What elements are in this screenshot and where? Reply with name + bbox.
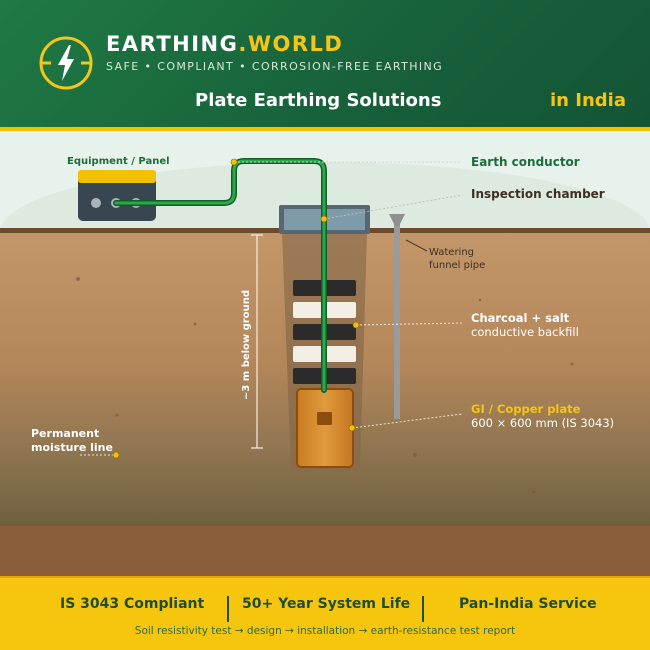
callout-dots bbox=[112, 158, 360, 459]
earthing-plate bbox=[296, 388, 354, 468]
inspection-chamber-label: Inspection chamber bbox=[471, 187, 605, 201]
panel-terminal bbox=[91, 198, 101, 208]
panel-top-strip bbox=[78, 170, 156, 183]
header-banner bbox=[0, 0, 650, 127]
watering-label-line2: funnel pipe bbox=[429, 260, 485, 271]
feature-separator bbox=[227, 596, 229, 622]
lightning-bolt-icon bbox=[39, 36, 93, 90]
feature-compliance: IS 3043 Compliant bbox=[60, 596, 205, 612]
backfill-label-sub: conductive backfill bbox=[471, 325, 579, 339]
feature-separator bbox=[422, 596, 424, 622]
callout-leaders bbox=[80, 161, 463, 456]
backfill-label-title: Charcoal + salt bbox=[471, 311, 570, 325]
feature-service: Pan-India Service bbox=[459, 596, 597, 612]
header-divider bbox=[0, 127, 650, 131]
brand-name: EARTHING.WORLD bbox=[106, 32, 344, 56]
plate-label-sub: 600 × 600 mm (IS 3043) bbox=[471, 416, 614, 430]
process-note: Soil resistivity test → design → install… bbox=[134, 625, 516, 637]
watering-funnel bbox=[389, 214, 405, 226]
page-title: Plate Earthing Solutions bbox=[195, 90, 442, 111]
moisture-label-line2: moisture line bbox=[31, 441, 113, 454]
earth-conductor-label: Earth conductor bbox=[471, 155, 580, 169]
brand-tagline: SAFE • COMPLIANT • CORROSION-FREE EARTHI… bbox=[106, 60, 444, 73]
footer-divider bbox=[0, 576, 650, 579]
plate-label-title: GI / Copper plate bbox=[471, 402, 581, 416]
page-subtitle: in India bbox=[550, 90, 626, 111]
feature-system-life: 50+ Year System Life bbox=[242, 596, 411, 612]
depth-label: ~3 m below ground bbox=[241, 290, 252, 400]
plate-clamp bbox=[317, 412, 332, 425]
watering-pipe bbox=[394, 220, 400, 419]
moisture-label-line1: Permanent bbox=[31, 427, 99, 440]
soil-specks bbox=[76, 277, 574, 522]
equipment-label: Equipment / Panel bbox=[67, 156, 170, 167]
depth-dimension-line bbox=[251, 234, 263, 449]
plate-earthing-diagram: ~3 m below ground Equipment / Panel Eart… bbox=[0, 131, 650, 576]
footer-banner bbox=[0, 578, 650, 650]
watering-label-line1: Watering bbox=[429, 247, 474, 258]
deep-soil-layer bbox=[0, 525, 650, 576]
